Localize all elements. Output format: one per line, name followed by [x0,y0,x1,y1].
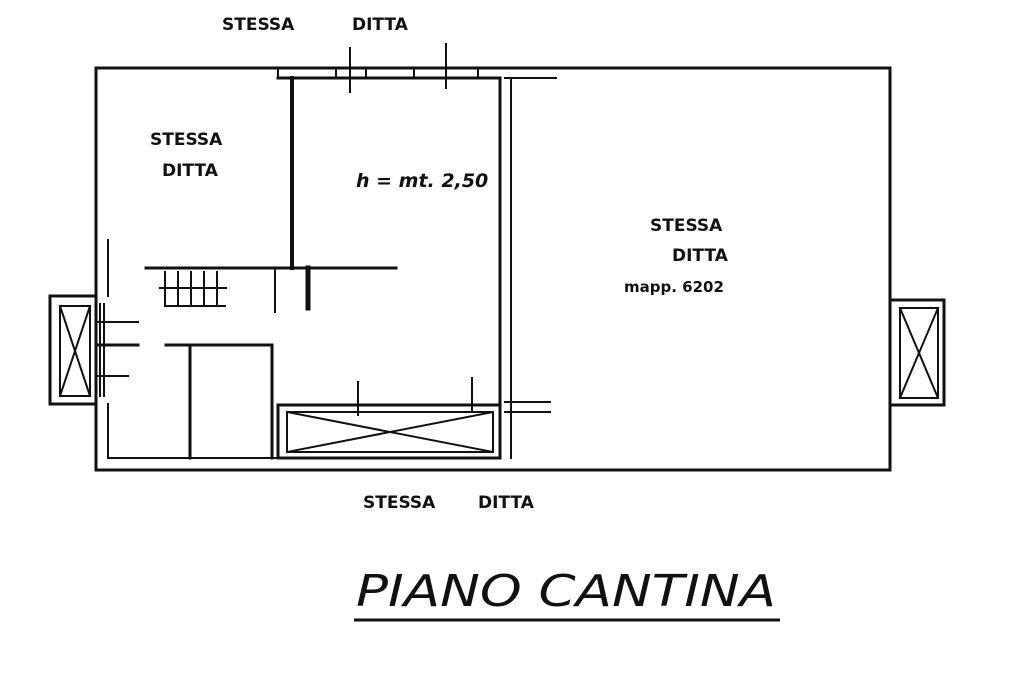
room-left-label-2: DITTA [162,161,219,181]
bottom-neighbor-label-1: STESSA [363,493,436,513]
right-light-well [888,298,946,407]
stair-corridor [96,265,398,460]
room-height-label: h = mt. 2,50 [356,170,488,192]
room-left-label-1: STESSA [150,130,223,150]
bottom-shaft [276,377,551,460]
bottom-neighbor-label-2: DITTA [478,493,535,513]
plan-title: PIANO CANTINA [356,566,776,617]
cellar-room-walls [276,67,557,460]
room-right-label-2: DITTA [672,246,729,266]
top-windows [335,43,447,93]
room-right-parcel: mapp. 6202 [624,278,724,296]
left-light-well [48,294,98,406]
room-right-label-1: STESSA [650,216,723,236]
top-neighbor-label-2: DITTA [352,15,409,35]
top-neighbor-label-1: STESSA [222,15,295,35]
